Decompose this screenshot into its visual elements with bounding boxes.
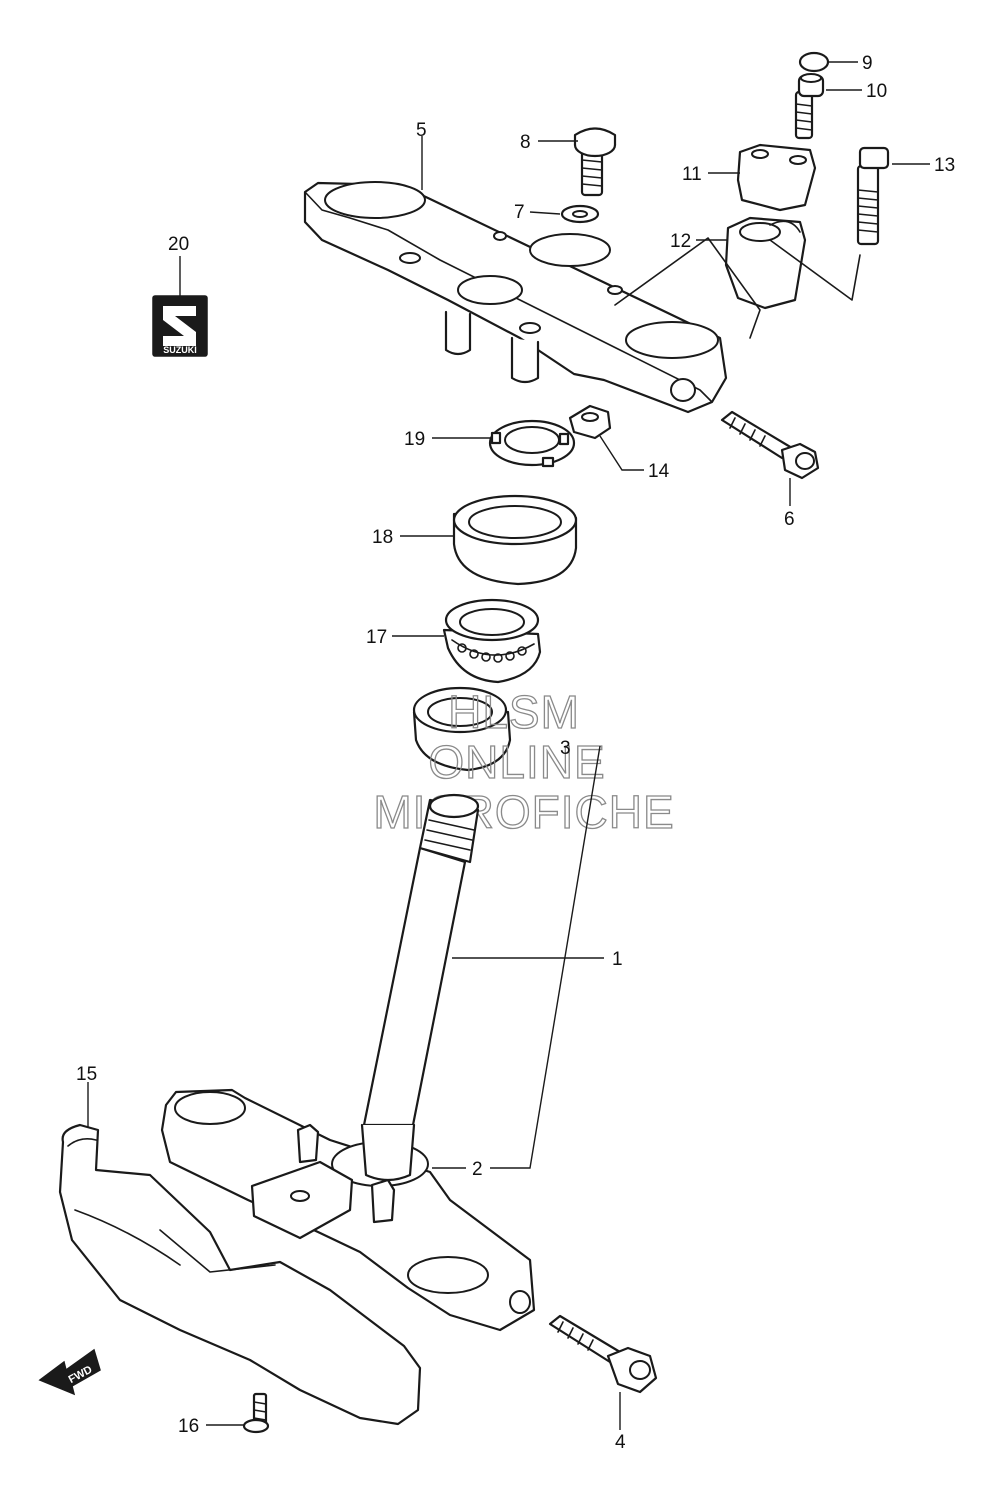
steering-stem <box>360 793 480 1182</box>
suzuki-logo-icon: SUZUKI <box>152 295 208 357</box>
callout-3: 3 <box>560 738 571 759</box>
seal-18 <box>452 494 578 586</box>
bolt-6 <box>720 410 820 480</box>
callout-20: 20 <box>168 234 189 255</box>
seal-3 <box>412 686 512 772</box>
bolt-4 <box>548 1314 658 1394</box>
nut-19 <box>488 419 576 468</box>
nut-14 <box>568 404 612 440</box>
callout-13: 13 <box>934 155 955 176</box>
callout-1: 1 <box>612 949 623 970</box>
callout-18: 18 <box>372 527 393 548</box>
callout-10: 10 <box>866 81 887 102</box>
callout-numbers: 1 2 3 4 5 6 7 8 9 10 11 12 13 14 15 16 1… <box>76 53 955 1453</box>
watermark-line-1: HLSM <box>448 686 580 738</box>
callout-4: 4 <box>615 1432 626 1453</box>
bearing-17 <box>442 598 542 684</box>
watermark-line-3: MICROFICHE <box>373 786 674 838</box>
callout-9: 9 <box>862 53 873 74</box>
callout-2: 2 <box>472 1159 483 1180</box>
callout-7: 7 <box>514 202 525 223</box>
callout-6: 6 <box>784 509 795 530</box>
callout-12: 12 <box>670 231 691 252</box>
holder-12 <box>724 216 807 310</box>
leader-lines <box>87 61 930 1430</box>
fwd-arrow-icon: FWD <box>38 1348 101 1396</box>
cover-15 <box>58 1123 422 1426</box>
bolt-10 <box>794 73 825 140</box>
watermark-line-2: ONLINE <box>428 736 605 788</box>
bolt-13 <box>856 146 890 246</box>
bolt-8 <box>573 127 617 197</box>
callout-8: 8 <box>520 132 531 153</box>
logo-text: SUZUKI <box>163 345 197 355</box>
callout-17: 17 <box>366 627 387 648</box>
upper-bracket <box>303 181 728 414</box>
callout-19: 19 <box>404 429 425 450</box>
washer-7 <box>560 204 600 224</box>
callout-5: 5 <box>416 120 427 141</box>
callout-11: 11 <box>682 164 702 185</box>
callout-14: 14 <box>648 461 670 482</box>
lower-bracket <box>160 1088 536 1332</box>
callout-16: 16 <box>178 1416 199 1437</box>
callout-15: 15 <box>76 1064 97 1085</box>
clamp-11 <box>736 143 817 212</box>
screw-16 <box>242 1392 270 1434</box>
cap-9 <box>798 51 830 73</box>
